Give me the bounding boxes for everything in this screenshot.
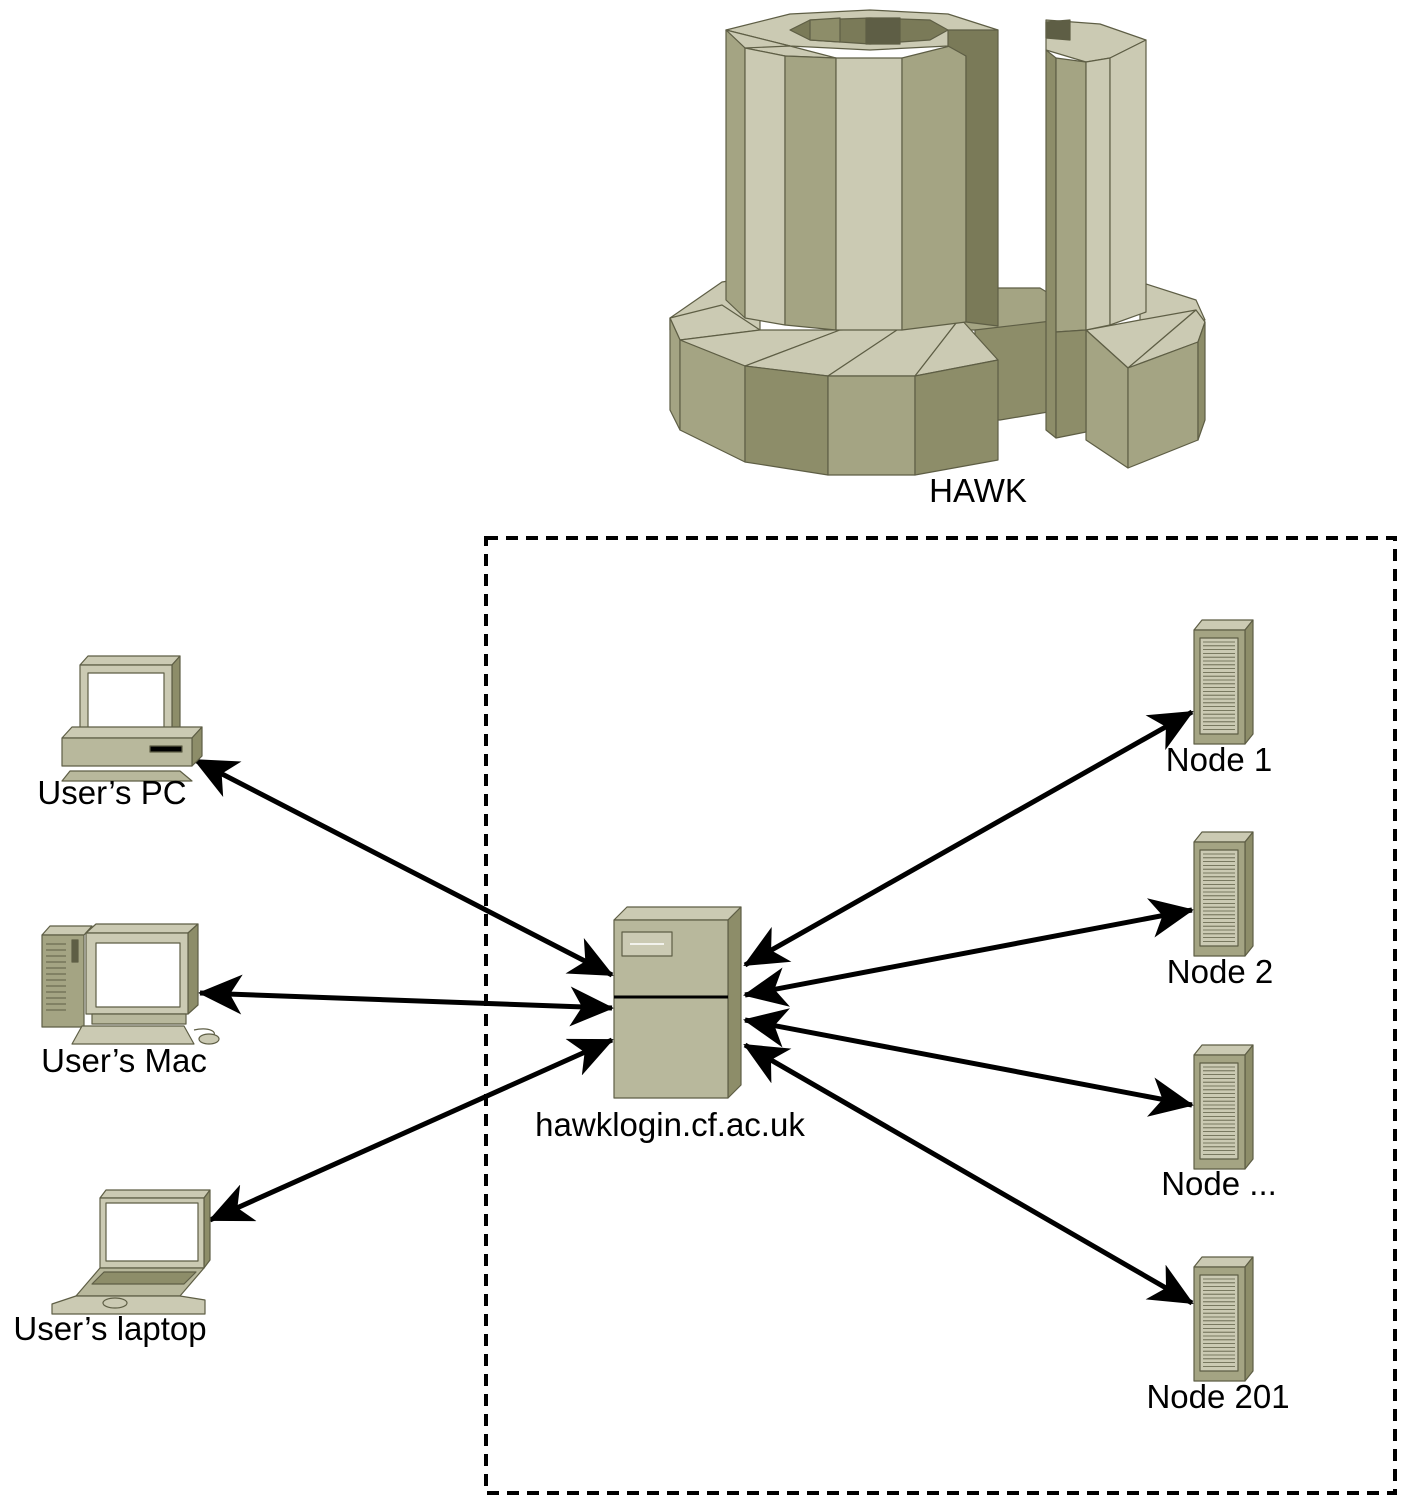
link-laptop-login: [208, 1037, 614, 1223]
link-login-nodeetc: [743, 1008, 1194, 1117]
laptop-icon: [51, 1189, 211, 1315]
node-label-201: Node 201: [1146, 1378, 1290, 1415]
tower-server-icon: [1193, 1256, 1254, 1382]
node-label-1: Node 1: [1165, 741, 1273, 778]
link-login-node1: [743, 709, 1194, 968]
desktop-pc-icon: [61, 655, 203, 782]
connections: [193, 709, 1194, 1306]
client-label-laptop: User’s laptop: [13, 1310, 207, 1347]
client-label-pc: User’s PC: [37, 774, 187, 811]
node-label-etc: Node ...: [1161, 1165, 1277, 1202]
tower-server-icon: [1193, 831, 1254, 957]
supercomputer-icon: [669, 9, 1206, 476]
link-pc-login: [193, 757, 614, 978]
node-label-2: Node 2: [1166, 953, 1274, 990]
link-login-node2: [743, 898, 1194, 1007]
tower-server-icon: [1193, 619, 1254, 745]
login-server-label: hawklogin.cf.ac.uk: [535, 1106, 805, 1143]
tower-server-icon: [1193, 1044, 1254, 1170]
link-mac-login: [198, 974, 614, 1027]
client-label-mac: User’s Mac: [41, 1042, 207, 1079]
compute-nodes: [1193, 619, 1254, 1382]
link-login-node201: [743, 1042, 1194, 1306]
server-icon: [613, 906, 742, 1099]
workstation-icon: [41, 923, 220, 1045]
supercomputer-label: HAWK: [929, 472, 1027, 509]
